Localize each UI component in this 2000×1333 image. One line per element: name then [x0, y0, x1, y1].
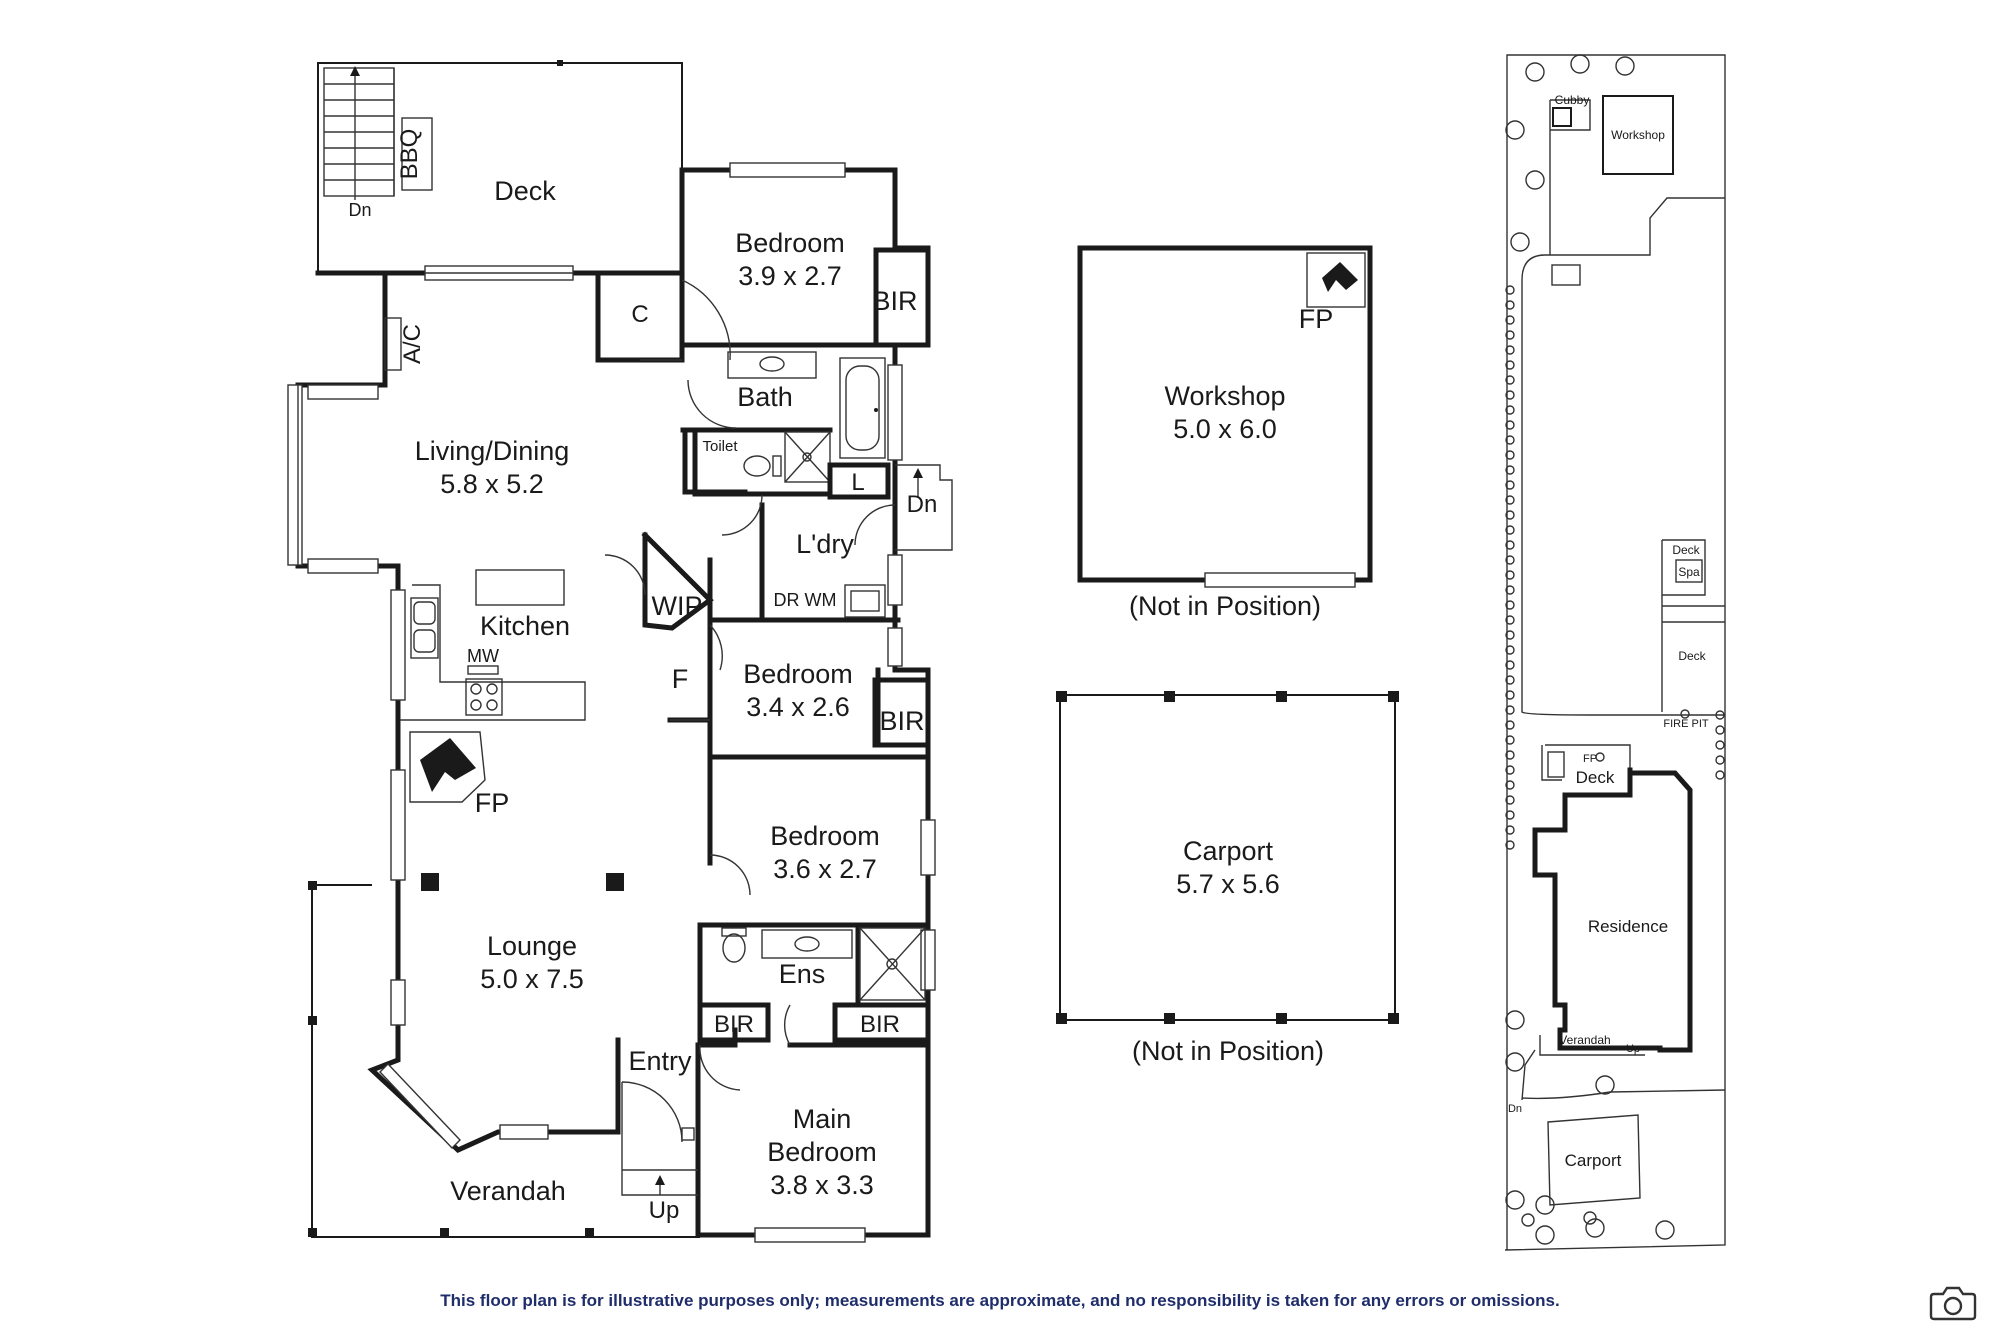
- laundry-label: L'dry: [796, 529, 854, 559]
- stair-down-label: Dn: [907, 491, 938, 518]
- ensuite-label: Ens: [779, 959, 826, 989]
- carport-plan: Carport 5.7 x 5.6 (Not in Position): [1056, 691, 1399, 1066]
- ac-label: A/C: [399, 324, 426, 364]
- carport-position-note: (Not in Position): [1132, 1036, 1324, 1066]
- workshop-plan: FP Workshop 5.0 x 6.0 (Not in Position): [1077, 245, 1373, 621]
- bedroom2-name: Bedroom: [743, 659, 853, 689]
- workshop-position-note: (Not in Position): [1129, 591, 1321, 621]
- toilet-label: Toilet: [702, 438, 738, 455]
- dryer-washer-label: DR WM: [774, 590, 837, 610]
- site-residence-label: Residence: [1588, 917, 1668, 936]
- lounge-size: 5.0 x 7.5: [480, 964, 584, 994]
- c-cupboard-label: C: [631, 301, 648, 328]
- main-house: Dn BBQ Deck: [287, 60, 953, 1243]
- site-workshop-label: Workshop: [1611, 128, 1665, 142]
- site-hedge: [1505, 285, 1725, 850]
- bedroom3-size: 3.6 x 2.7: [773, 854, 877, 884]
- bbq-label: BBQ: [396, 129, 423, 180]
- site-deck-top-label: Deck: [1672, 543, 1700, 557]
- kitchen-label: Kitchen: [480, 611, 570, 641]
- site-verandah-label: Verandah: [1559, 1033, 1610, 1047]
- bath-label: Bath: [737, 382, 793, 412]
- deck-label: Deck: [494, 176, 556, 206]
- lounge-fireplace-label: FP: [475, 788, 510, 818]
- site-plan: Cubby Workshop Deck Spa Deck FIRE PIT FP…: [1504, 54, 1726, 1251]
- microwave-label: MW: [467, 646, 499, 666]
- workshop-fireplace-label: FP: [1299, 304, 1334, 334]
- site-dn-label: Dn: [1508, 1103, 1522, 1115]
- bedroom2-size: 3.4 x 2.6: [746, 692, 850, 722]
- site-fire-pit-label: FIRE PIT: [1663, 718, 1709, 730]
- deck-down-label: Dn: [348, 200, 371, 220]
- disclaimer-text: This floor plan is for illustrative purp…: [440, 1291, 1560, 1310]
- bedroom3-name: Bedroom: [770, 821, 880, 851]
- workshop-name: Workshop: [1164, 381, 1285, 411]
- bedroom1-name: Bedroom: [735, 228, 845, 258]
- living-dining-size: 5.8 x 5.2: [440, 469, 544, 499]
- interior-walls: [595, 167, 931, 1048]
- bedroom1-size: 3.9 x 2.7: [738, 261, 842, 291]
- site-spa-label: Spa: [1678, 565, 1700, 579]
- living-dining-name: Living/Dining: [415, 436, 570, 466]
- carport-name: Carport: [1183, 836, 1274, 866]
- main-bedroom-size: 3.8 x 3.3: [770, 1170, 874, 1200]
- site-fp-label: FP: [1583, 753, 1597, 765]
- wip-label: WIP: [652, 591, 703, 621]
- site-up-label: Up: [1626, 1043, 1640, 1055]
- main-bedroom-line1: Main: [793, 1104, 852, 1134]
- bir2-label: BIR: [879, 706, 924, 736]
- main-bedroom-line2: Bedroom: [767, 1137, 877, 1167]
- fridge-label: F: [672, 664, 689, 694]
- workshop-fireplace-icon: [1322, 262, 1358, 292]
- bir4-label: BIR: [860, 1011, 900, 1038]
- camera-icon[interactable]: [1928, 1283, 1978, 1323]
- carport-size: 5.7 x 5.6: [1176, 869, 1280, 899]
- verandah-label: Verandah: [450, 1176, 566, 1206]
- entry-label: Entry: [628, 1046, 692, 1076]
- workshop-size: 5.0 x 6.0: [1173, 414, 1277, 444]
- bir1-label: BIR: [872, 286, 917, 316]
- site-carport-label: Carport: [1565, 1151, 1622, 1170]
- entry-up-label: Up: [649, 1197, 680, 1224]
- deck-area: Dn BBQ Deck: [315, 60, 685, 276]
- lounge-name: Lounge: [487, 931, 577, 961]
- site-cubby-label: Cubby: [1555, 93, 1590, 107]
- site-deck-residence-label: Deck: [1576, 768, 1615, 787]
- bir3-label: BIR: [714, 1011, 754, 1038]
- fireplace-icon: [409, 731, 486, 803]
- linen-label: L: [851, 469, 864, 496]
- site-deck-mid-label: Deck: [1678, 649, 1706, 663]
